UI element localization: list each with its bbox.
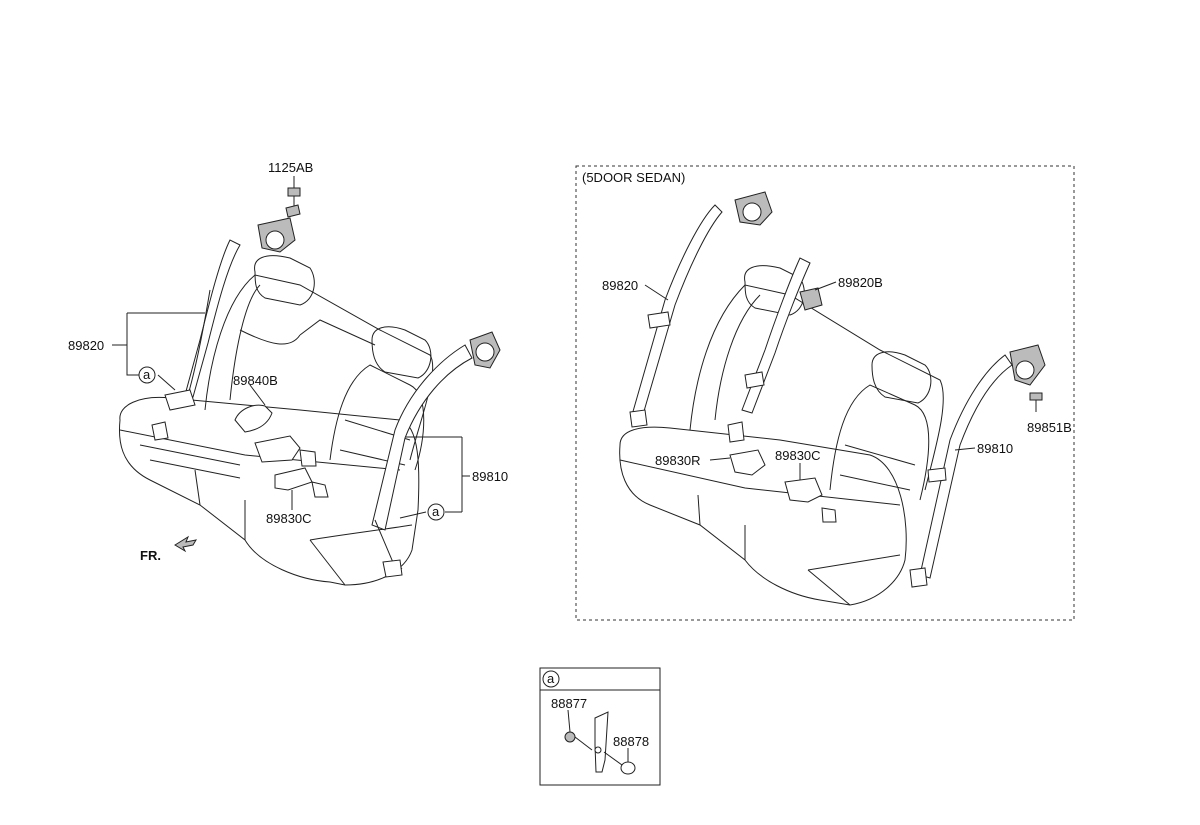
detail-a-box <box>539 667 661 786</box>
ref-a-marker: a <box>143 367 151 382</box>
front-direction-label: FR. <box>140 548 161 563</box>
detail-ref-a: a <box>547 671 555 686</box>
label-88877: 88877 <box>551 696 587 711</box>
sedan-variant-box <box>575 165 1075 621</box>
left-assembly <box>112 176 501 586</box>
label-89840b: 89840B <box>233 373 278 388</box>
label-89820-left: 89820 <box>68 338 104 353</box>
right-assembly <box>619 191 1046 606</box>
label-89851b: 89851B <box>1027 420 1072 435</box>
label-89830c-right: 89830C <box>775 448 821 463</box>
label-89820b: 89820B <box>838 275 883 290</box>
label-89820-right: 89820 <box>602 278 638 293</box>
label-89810-left: 89810 <box>472 469 508 484</box>
label-1125ab: 1125AB <box>268 160 313 175</box>
label-88878: 88878 <box>613 734 649 749</box>
label-89830r: 89830R <box>655 453 701 468</box>
label-89810-right: 89810 <box>977 441 1013 456</box>
sedan-variant-title: (5DOOR SEDAN) <box>582 170 685 185</box>
label-89830c-left: 89830C <box>266 511 312 526</box>
ref-a-marker-2: a <box>432 504 440 519</box>
